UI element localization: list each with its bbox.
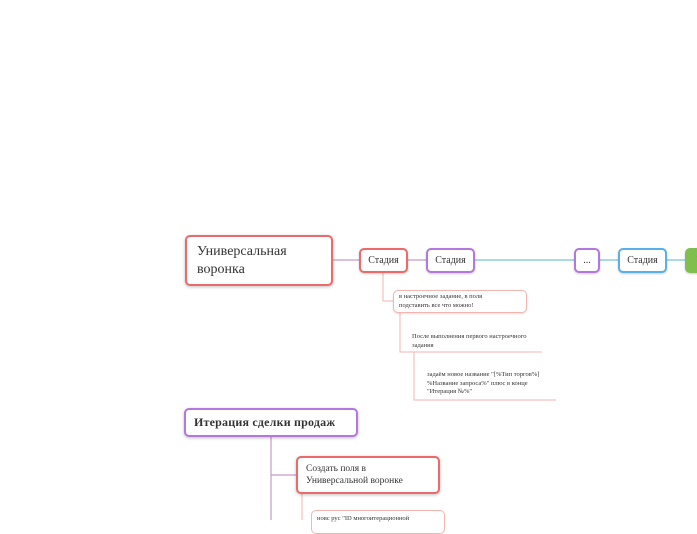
stage-label: Стадия [627,255,658,266]
stage-node-4[interactable]: Стадия [618,248,667,273]
note-node-settings-task[interactable]: в настроечное задание, в поля подставить… [393,290,527,313]
note-text: новс рус "ID многоитерационной [317,515,410,522]
stage-node-1[interactable]: Стадия [359,248,408,273]
connector-note1-note2 [399,313,542,353]
note-node-after-first-task[interactable]: После выполнения первого настроечного за… [412,333,542,351]
stage-node-2[interactable]: Стадия [426,248,475,273]
stage-node-5[interactable]: У [685,248,697,273]
note-node-new-name[interactable]: задаём новое название "[%Тип торгов%] %Н… [427,371,555,399]
root-node-sales-iteration[interactable]: Итерация сделки продаж [184,408,358,437]
stage-node-ellipsis[interactable]: ... [574,248,600,273]
stage-label: Стадия [435,255,466,266]
connector-stage1-note1 [382,273,393,302]
root-node-universal-funnel[interactable]: Универсальная воронка [185,235,333,286]
node-create-fields[interactable]: Создать поля в Универсальной воронке [296,456,440,494]
root-node-label: Итерация сделки продаж [194,415,336,429]
stage-label: ... [583,255,591,266]
connector-note2-note3 [413,352,556,401]
note-text: задаём новое название "[%Тип торгов%] %Н… [427,371,540,395]
note-text: в настроечное задание, в поля подставить… [399,293,483,309]
root-node-label: Универсальная воронка [197,243,287,277]
connector-iteration-create [270,437,296,520]
note-node-id-field[interactable]: новс рус "ID многоитерационной [311,510,445,534]
stage-label: Стадия [368,255,399,266]
connector-lines [270,259,685,520]
note-text: После выполнения первого настроечного за… [412,333,527,349]
node-label: Создать поля в Универсальной воронке [306,464,403,486]
